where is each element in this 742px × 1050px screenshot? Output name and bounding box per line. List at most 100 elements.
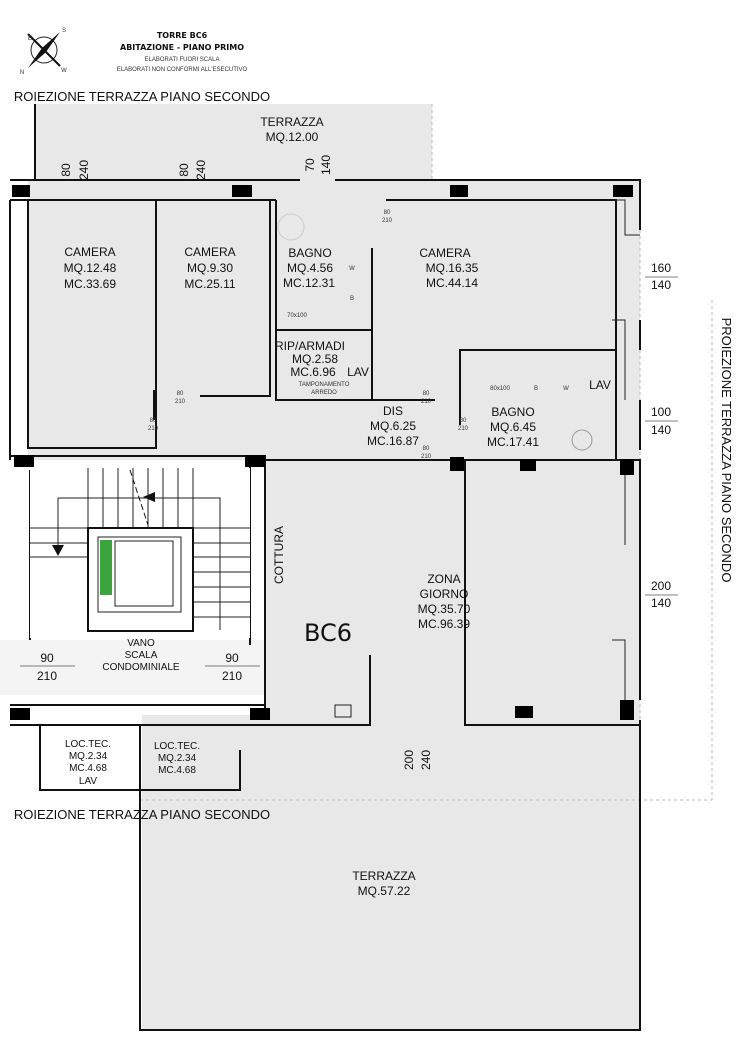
plan-label: MC.16.87 [367,434,419,448]
plan-label: BAGNO [491,405,534,419]
plan-label: 210 [458,426,469,432]
room-camera-2: CAMERA MQ.9.30 MC.25.11 [184,245,236,291]
compass-e: E [28,36,32,42]
plan-label: 80 [384,210,391,216]
plan-label: LAV [347,365,369,379]
plan-label: 80 [177,391,184,397]
plan-label: MQ.16.35 [426,261,479,275]
plan-label: 240 [194,160,208,180]
plan-label: DIS [383,404,403,418]
room-cottura: COTTURA [272,526,286,584]
plan-label: 240 [77,160,91,180]
plan-label: ZONA [427,572,460,586]
projection-label-top: ROIEZIONE TERRAZZA PIANO SECONDO [14,89,270,104]
plan-label: SCALA [125,650,158,661]
plan-label: 100 [651,405,671,419]
elevator [114,540,174,607]
plan-label: 210 [421,399,432,405]
plan-label: MQ.35.70 [418,602,471,616]
compass-s: S [62,28,66,34]
room-camera-3: CAMERA MQ.16.35 MC.44.14 [419,246,478,290]
plan-label: 210 [421,454,432,460]
plan-label: 210 [175,399,186,405]
plan-label: 80 [59,163,73,177]
compass-icon: E S N W [20,28,67,76]
plan-label: MQ.12.48 [64,261,117,275]
plan-label: CAMERA [419,246,470,260]
plan-label: MQ.6.45 [490,420,536,434]
plan-label: 80 [423,391,430,397]
plan-label: 160 [651,261,671,275]
plan-label: 80 [177,163,191,177]
plan-label: MQ.2.34 [69,751,108,762]
plan-note: ELABORATI FUORI SCALA [145,57,220,63]
plan-label: B [350,296,354,302]
plan-label: 80 [460,418,467,424]
plan-label: MC.33.69 [64,277,116,291]
plan-label: W [563,386,569,392]
plan-label: MC.4.68 [69,763,107,774]
plan-label: 80 [150,418,157,424]
plan-label: 70 [303,158,317,172]
plan-label: LAV [79,776,97,787]
plan-label: MQ.4.56 [287,261,333,275]
plan-label: MC.4.68 [158,765,196,776]
plan-label: 210 [222,669,242,683]
plan-label: MQ.57.22 [358,884,411,898]
plan-label: VANO [127,638,155,649]
staircase [30,468,250,638]
plan-label: MC.6.96 [290,365,336,379]
room-loc-tec-2: LOC.TEC. MQ.2.34 MC.4.68 [154,741,200,776]
room-bagno-2: BAGNO MQ.6.45 MC.17.41 LAV 80x100 B W [487,378,611,449]
room-terrazza-top: TERRAZZA MQ.12.00 [260,115,323,144]
plan-label: 80x100 [490,386,510,392]
plan-label: B [534,386,538,392]
plan-label: MC.96.39 [418,617,470,631]
plan-label: MC.12.31 [283,276,335,290]
plan-label: MQ.2.34 [158,753,197,764]
plan-label: MC.44.14 [426,276,478,290]
plan-label: TERRAZZA [260,115,323,129]
plan-label: 200 [651,579,671,593]
plan-label: LOC.TEC. [154,741,200,752]
plan-label: GIORNO [420,587,469,601]
room-disimpegno: DIS MQ.6.25 MC.16.87 [367,404,419,448]
plan-label: 80 [423,446,430,452]
room-zona-giorno: ZONA GIORNO MQ.35.70 MC.96.39 [418,572,471,631]
plan-label: TERRAZZA [352,869,415,883]
room-bagno-1: BAGNO MQ.4.56 MC.12.31 W B 70x100 [283,246,355,319]
plan-label: 240 [419,750,433,770]
plan-label: MQ.2.58 [292,352,338,366]
elevator-control [100,540,112,595]
plan-label: 70x100 [287,313,307,319]
plan-label: RIP/ARMADI [275,339,345,353]
plan-subtitle: ABITAZIONE - PIANO PRIMO [120,43,244,52]
plan-label: MQ.9.30 [187,261,233,275]
room-terrazza-bottom: TERRAZZA MQ.57.22 [352,869,415,898]
plan-label: 200 [402,750,416,770]
floor-areas [0,104,640,1030]
plan-label: TAMPONAMENTO [299,382,350,388]
plan-label: CAMERA [64,245,115,259]
plan-label: W [349,266,355,272]
compass-n: N [20,70,24,76]
room-camera-1: CAMERA MQ.12.48 MC.33.69 [64,245,117,291]
plan-label: MQ.12.00 [266,130,319,144]
plan-label: ARREDO [311,390,337,396]
plan-label: 140 [651,278,671,292]
opening-dimensions: 80 240 80 240 70 140 160 140 100 140 200… [20,155,678,770]
plan-label: LAV [589,378,611,392]
plan-label: 140 [319,155,333,175]
plan-label: 140 [651,423,671,437]
room-ripostiglio: RIP/ARMADI LAV MQ.2.58 MC.6.96 TAMPONAME… [275,339,369,396]
plan-label: CAMERA [184,245,235,259]
plan-label: 90 [40,651,54,665]
plan-label: MQ.6.25 [370,419,416,433]
plan-label: LOC.TEC. [65,739,111,750]
plan-title: TORRE BC6 [157,31,208,40]
room-vano-scala: VANO SCALA CONDOMINIALE [102,638,180,673]
plan-label: MC.25.11 [184,277,235,291]
unit-label: BC6 [304,619,352,647]
plan-label: 210 [37,669,57,683]
